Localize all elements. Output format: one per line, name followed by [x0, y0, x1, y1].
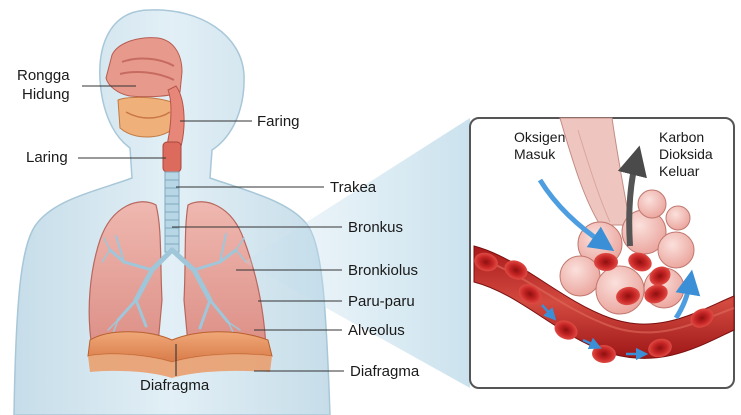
- label-rongga-hidung-line1: Rongga: [17, 67, 70, 84]
- label-oksigen-line1: Oksigen: [514, 129, 565, 145]
- larynx: [163, 142, 181, 172]
- label-paru-paru: Paru-paru: [348, 293, 415, 310]
- label-karbon-line1: Karbon: [659, 129, 704, 145]
- label-karbon-line3: Keluar: [659, 163, 700, 179]
- label-faring: Faring: [257, 113, 300, 130]
- label-bronkus: Bronkus: [348, 219, 403, 236]
- trachea: [165, 172, 179, 252]
- label-laring: Laring: [26, 149, 68, 166]
- label-alveolus: Alveolus: [348, 322, 405, 339]
- alveolus-inset: Oksigen Masuk Karbon Dioksida Keluar: [470, 118, 734, 388]
- label-diafragma-right: Diafragma: [350, 363, 420, 380]
- label-trakea: Trakea: [330, 179, 377, 196]
- label-rongga-hidung-line2: Hidung: [22, 86, 70, 103]
- label-diafragma-bottom: Diafragma: [140, 377, 210, 394]
- label-oksigen-line2: Masuk: [514, 146, 556, 162]
- label-bronkiolus: Bronkiolus: [348, 262, 418, 279]
- label-karbon-line2: Dioksida: [659, 146, 713, 162]
